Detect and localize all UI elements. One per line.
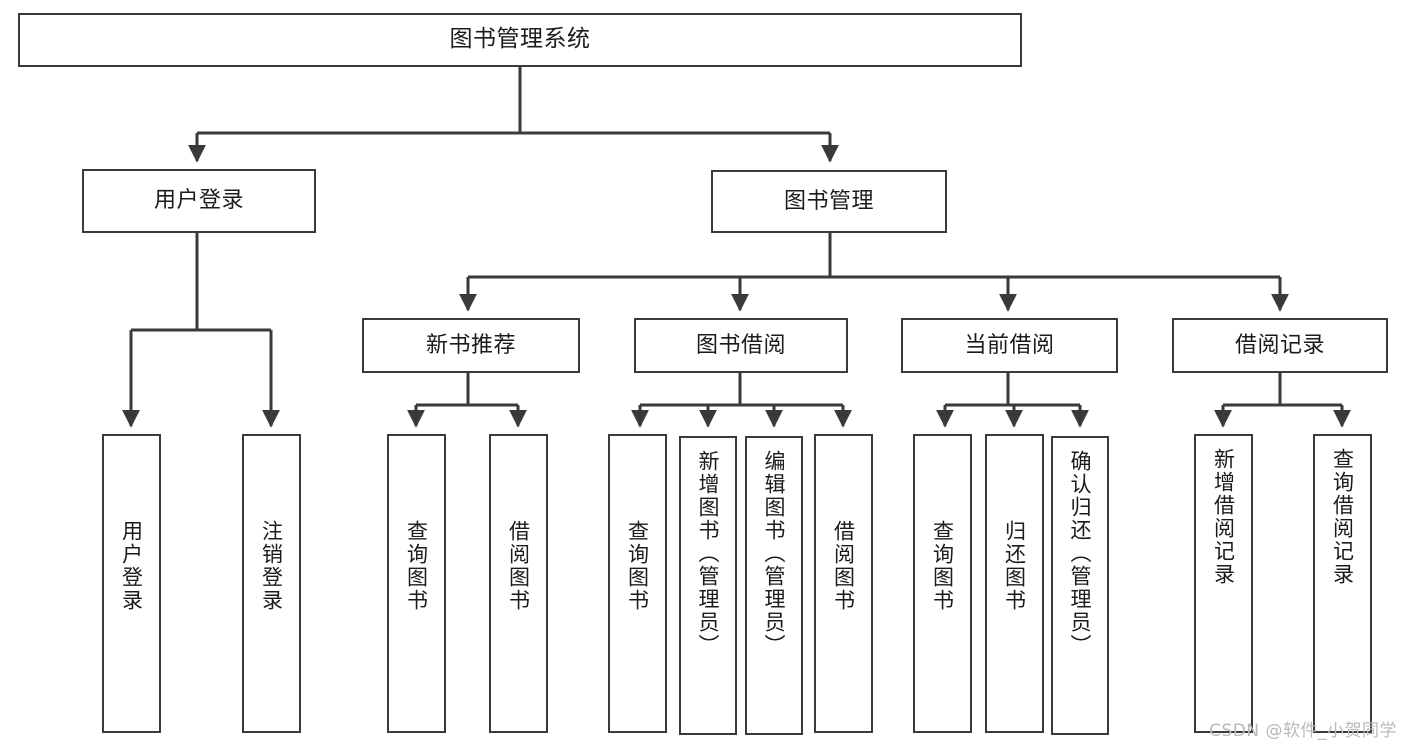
- leaf-current-borrow-return[interactable]: 归还图书: [985, 434, 1044, 733]
- leaf-borrow-record-add[interactable]: 新增借阅记录: [1194, 434, 1253, 733]
- node-label: 注销登录: [259, 520, 284, 612]
- leaf-book-borrow-add[interactable]: 新增图书（管理员）: [679, 436, 737, 735]
- node-label: 用户登录: [119, 520, 144, 612]
- leaf-current-borrow-confirm-return[interactable]: 确认归还（管理员）: [1051, 436, 1109, 735]
- node-label: 新增借阅记录: [1211, 448, 1236, 586]
- node-label: 用户登录: [153, 188, 244, 214]
- node-label: 新增图书（管理员）: [696, 450, 721, 657]
- leaf-borrow-record-query[interactable]: 查询借阅记录: [1313, 434, 1372, 733]
- leaf-new-book-query[interactable]: 查询图书: [387, 434, 446, 733]
- leaf-book-borrow-query[interactable]: 查询图书: [608, 434, 667, 733]
- node-root-system[interactable]: 图书管理系统: [18, 13, 1022, 67]
- node-label: 编辑图书（管理员）: [762, 450, 787, 657]
- node-label: 借阅记录: [1234, 332, 1325, 358]
- node-book-management[interactable]: 图书管理: [711, 170, 947, 233]
- node-borrow-record[interactable]: 借阅记录: [1172, 318, 1388, 373]
- node-label: 图书管理: [783, 188, 874, 214]
- node-label: 借阅图书: [831, 520, 856, 612]
- node-label: 当前借阅: [964, 332, 1055, 358]
- leaf-book-borrow-edit[interactable]: 编辑图书（管理员）: [745, 436, 803, 735]
- node-user-login[interactable]: 用户登录: [82, 169, 316, 233]
- node-label: 查询借阅记录: [1330, 448, 1355, 586]
- node-new-book-recommend[interactable]: 新书推荐: [362, 318, 580, 373]
- leaf-user-login-logout[interactable]: 注销登录: [242, 434, 301, 733]
- leaf-book-borrow-borrow[interactable]: 借阅图书: [814, 434, 873, 733]
- node-label: 查询图书: [930, 520, 955, 612]
- leaf-user-login-login[interactable]: 用户登录: [102, 434, 161, 733]
- node-label: 确认归还（管理员）: [1068, 450, 1093, 657]
- leaf-new-book-borrow[interactable]: 借阅图书: [489, 434, 548, 733]
- node-current-borrow[interactable]: 当前借阅: [901, 318, 1118, 373]
- node-label: 查询图书: [404, 520, 429, 612]
- node-book-borrow[interactable]: 图书借阅: [634, 318, 848, 373]
- node-label: 归还图书: [1002, 520, 1027, 612]
- node-label: 查询图书: [625, 520, 650, 612]
- node-label: 图书借阅: [695, 332, 786, 358]
- leaf-current-borrow-query[interactable]: 查询图书: [913, 434, 972, 733]
- watermark-text: CSDN @软件_小贺同学: [1209, 721, 1397, 741]
- node-label: 图书管理系统: [449, 26, 591, 53]
- node-label: 借阅图书: [506, 520, 531, 612]
- node-label: 新书推荐: [425, 332, 516, 358]
